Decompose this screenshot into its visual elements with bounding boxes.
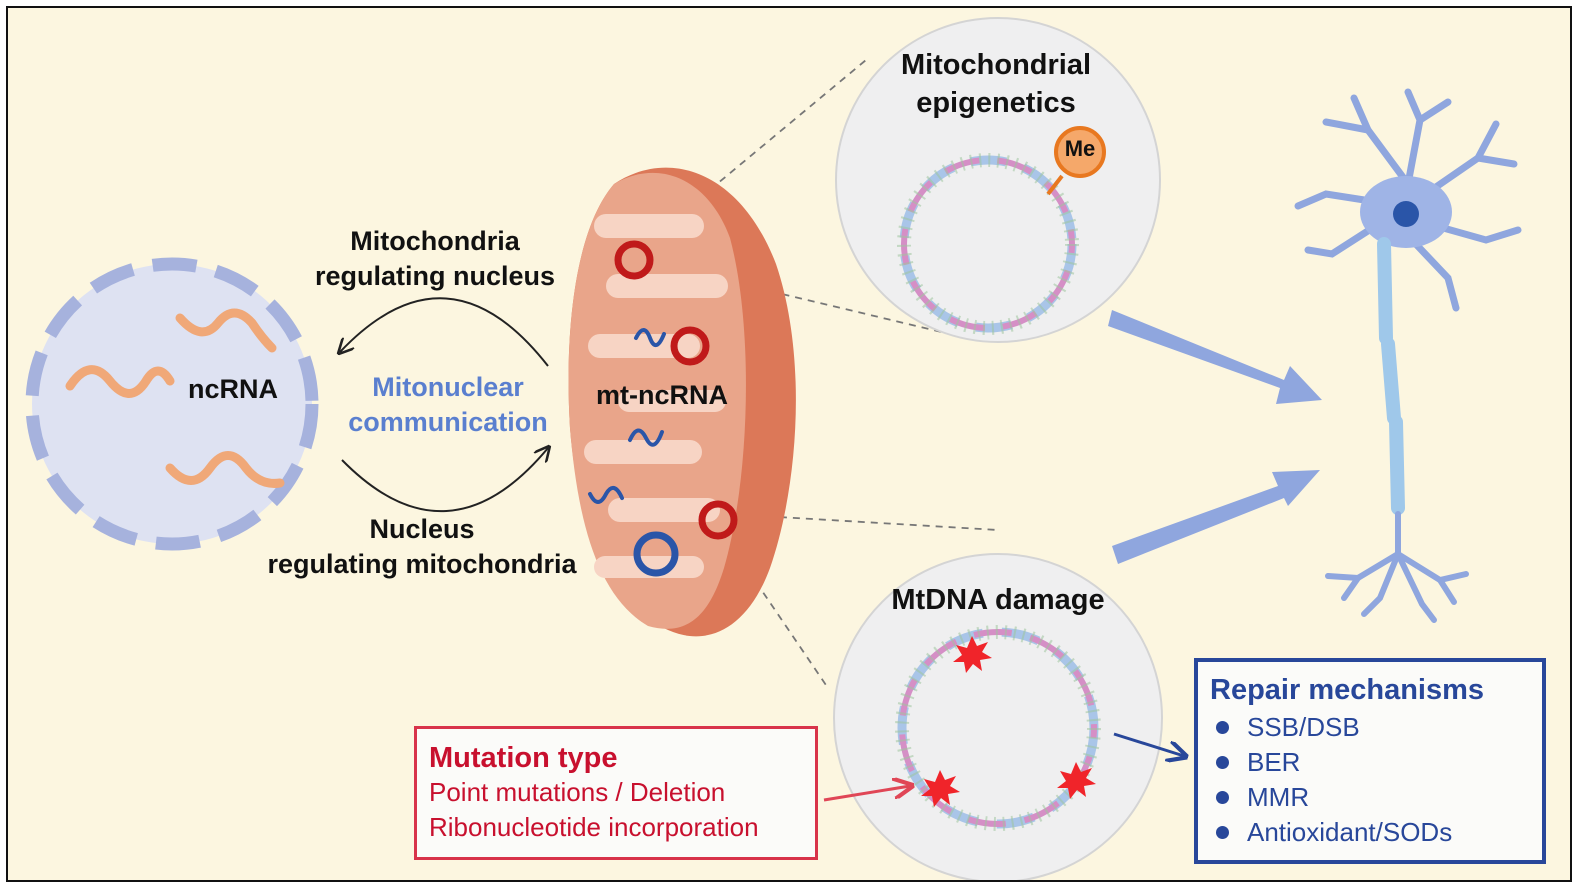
list-item: SSB/DSB <box>1210 710 1530 745</box>
bullet-icon <box>1216 791 1229 804</box>
repair-list: SSB/DSB BER MMR Antioxidant/SODs <box>1210 710 1530 850</box>
title-line: epigenetics <box>916 87 1076 119</box>
bullet-icon <box>1216 721 1229 734</box>
arrow-damage-to-neuron <box>1112 470 1320 564</box>
label-line: Nucleus <box>369 514 475 544</box>
methyl-label: Me <box>1064 136 1096 161</box>
methyl-tag-icon <box>1046 126 1106 196</box>
mitochondrion-icon <box>568 167 796 637</box>
repair-mechanisms-title: Repair mechanisms <box>1210 674 1485 706</box>
damage-burst-icon <box>921 636 1096 807</box>
repair-item-label: Antioxidant/SODs <box>1247 817 1453 847</box>
label-line: Mitonuclear <box>372 372 524 402</box>
arrow-to-mitochondria <box>341 448 548 513</box>
list-item: MMR <box>1210 780 1530 815</box>
mt-ncrna-label: mt-ncRNA <box>596 380 728 410</box>
mutation-item: Ribonucleotide incorporation <box>429 812 759 842</box>
bullet-icon <box>1216 756 1229 769</box>
label-line: regulating mitochondria <box>267 549 577 579</box>
mtdna-circle-icon <box>897 153 1079 335</box>
mitonuclear-communication-label: Mitonuclear communication <box>338 370 558 440</box>
label-line: Mitochondria <box>350 226 520 256</box>
mtdna-circle-icon <box>895 625 1101 831</box>
epigenetics-circle <box>835 17 1161 343</box>
repair-item-label: BER <box>1247 747 1301 777</box>
arrow-mutation-to-damage <box>823 786 910 802</box>
figure-frame: ncRNA Mitochondria regulating nucleus Mi… <box>6 6 1572 882</box>
neuron-icon <box>1294 88 1522 623</box>
nucleus-label: ncRNA <box>188 374 279 404</box>
arrow-to-nucleus <box>340 297 549 367</box>
nucleus-icon <box>25 257 319 551</box>
bullet-icon <box>1216 826 1229 839</box>
title-line: Mitochondrial <box>900 49 1092 81</box>
list-item: BER <box>1210 745 1530 780</box>
repair-item-label: MMR <box>1247 782 1310 812</box>
arrow-epigenetics-to-neuron <box>1108 310 1322 404</box>
arrow-damage-to-repair <box>1113 732 1184 756</box>
label-line: regulating nucleus <box>314 261 556 291</box>
damage-circle <box>833 553 1163 880</box>
repair-mechanisms-panel: Repair mechanisms SSB/DSB BER MMR Antiox… <box>1194 658 1546 864</box>
repair-item-label: SSB/DSB <box>1247 712 1360 742</box>
nucleus-regulating-mito-label: Nucleus regulating mitochondria <box>254 512 590 582</box>
mito-regulating-nucleus-label: Mitochondria regulating nucleus <box>304 224 566 294</box>
mutation-type-title: Mutation type <box>429 742 618 774</box>
mutation-item: Point mutations / Deletion <box>429 777 726 807</box>
epigenetics-title: Mitochondrial epigenetics <box>874 46 1118 122</box>
damage-title: MtDNA damage <box>891 584 1105 616</box>
mutation-type-panel: Mutation type Point mutations / Deletion… <box>414 726 818 860</box>
label-line: communication <box>348 407 548 437</box>
list-item: Antioxidant/SODs <box>1210 815 1530 850</box>
